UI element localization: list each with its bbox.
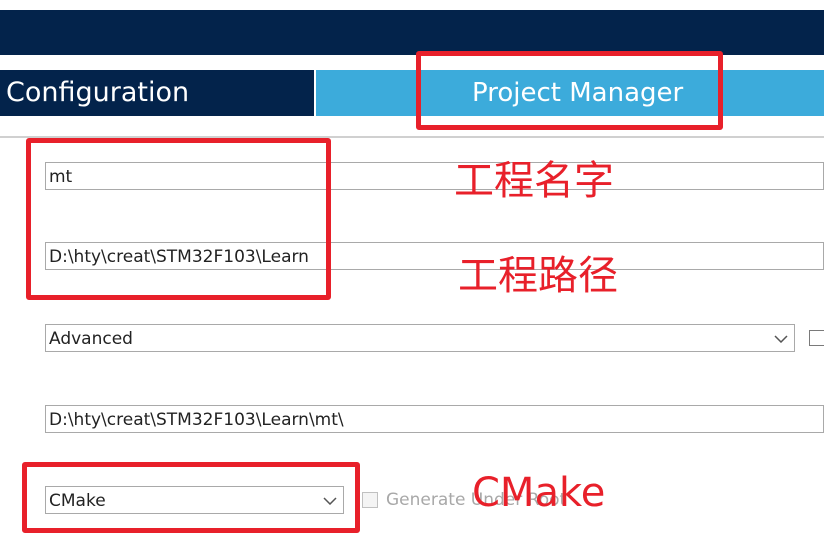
chevron-down-icon <box>323 487 337 505</box>
application-structure-value: Advanced <box>49 329 133 349</box>
project-location-input[interactable]: D:\hty\creat\STM32F103\Learn <box>45 242 824 270</box>
tab-separator <box>0 136 824 138</box>
toolchain-folder-input[interactable]: D:\hty\creat\STM32F103\Learn\mt\ <box>45 405 824 433</box>
project-name-input[interactable]: mt <box>45 162 824 190</box>
tab-project-manager[interactable]: Project Manager <box>316 70 824 116</box>
structure-checkbox[interactable] <box>809 330 824 346</box>
title-bar <box>0 10 824 55</box>
generate-under-root-checkbox[interactable] <box>362 492 378 508</box>
toolchain-select[interactable]: CMake <box>45 486 344 514</box>
tab-row: Configuration Project Manager <box>0 70 824 116</box>
toolchain-value: CMake <box>49 491 106 511</box>
title-bar-area <box>0 0 824 55</box>
tab-project-manager-label: Project Manager <box>472 78 684 108</box>
annotation-project-path: 工程路径 <box>458 253 618 299</box>
tab-configuration[interactable]: Configuration <box>0 70 314 116</box>
annotation-cmake: CMake <box>472 470 606 516</box>
annotation-project-name: 工程名字 <box>454 158 614 204</box>
application-structure-select[interactable]: Advanced <box>45 324 795 352</box>
chevron-down-icon <box>774 325 788 343</box>
generate-under-root-label: Generate Under Root <box>386 490 567 510</box>
